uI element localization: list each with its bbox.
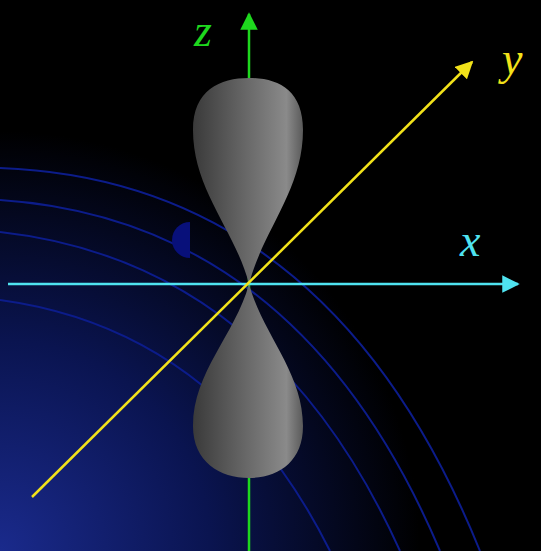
orbital-lobe [193, 78, 303, 284]
field-line [0, 200, 440, 551]
field-line [0, 232, 400, 551]
axis-label: y [502, 36, 522, 82]
axis-label: z [194, 8, 212, 54]
axis-label: x [460, 218, 480, 264]
orbital-lobe [193, 284, 303, 478]
x-axis [8, 283, 518, 286]
y-axis [32, 62, 472, 497]
semicircle-symbol [172, 222, 190, 258]
